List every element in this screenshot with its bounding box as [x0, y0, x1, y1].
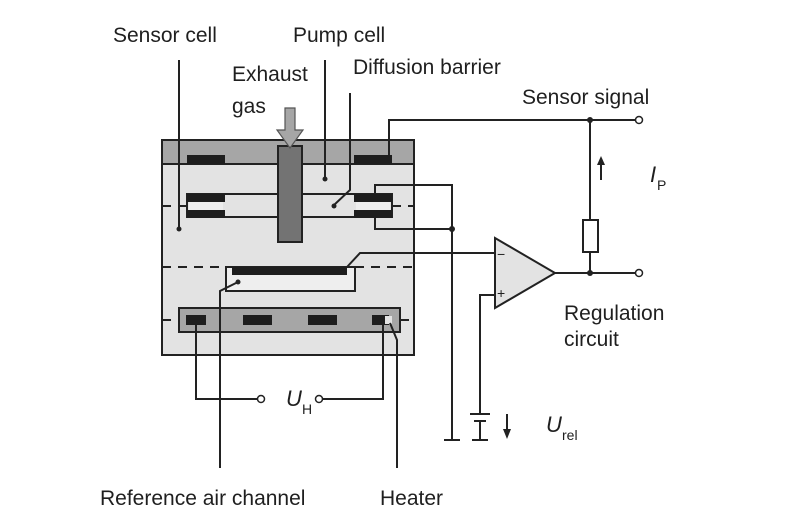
diffusion-barrier-right [356, 202, 390, 210]
label-pump-cell: Pump cell [293, 24, 385, 47]
wire-heater-left [195, 325, 258, 400]
leader-heater [389, 322, 398, 468]
symbol-reference-voltage-sub: rel [562, 427, 578, 443]
opamp-plus: + [497, 285, 505, 301]
label-reference-air-channel: Reference air channel [100, 487, 305, 510]
wire-plus-input [479, 294, 495, 413]
heater-element-1 [186, 315, 206, 325]
terminal-sensor-signal[interactable] [634, 115, 644, 125]
terminal-regulation-out[interactable] [634, 268, 644, 278]
diffusion-barrier-left [189, 202, 223, 210]
label-heater: Heater [380, 487, 443, 510]
terminal-heater-left[interactable] [256, 394, 266, 404]
label-gas: gas [232, 95, 266, 118]
inner-electrode-right-bottom [354, 210, 392, 218]
label-exhaust: Exhaust [232, 63, 308, 86]
label-diffusion-barrier: Diffusion barrier [353, 56, 501, 79]
wire-inner-top [374, 184, 453, 440]
symbol-pump-current: I [650, 162, 656, 187]
wire-reference [346, 252, 495, 268]
label-regulation: Regulation [564, 302, 664, 325]
wire-heater-right [322, 325, 384, 400]
outer-electrode-left [187, 155, 225, 164]
inner-electrode-left-top [187, 194, 225, 202]
measuring-resistor [582, 219, 599, 253]
symbol-pump-current-sub: P [657, 177, 666, 193]
heater-layer [178, 307, 401, 333]
leader-reference-air [219, 281, 239, 468]
op-amp [494, 236, 557, 310]
inner-electrode-left-bottom [187, 210, 225, 218]
wire-inner-bottom [374, 218, 452, 230]
gas-inlet [277, 145, 303, 243]
heater-element-2 [243, 315, 272, 325]
terminal-heater-right[interactable] [314, 394, 324, 404]
label-sensor-cell: Sensor cell [113, 24, 217, 47]
symbol-heater-voltage-sub: H [302, 401, 312, 417]
opamp-minus: − [497, 246, 505, 262]
leader-diffusion-barrier [333, 93, 351, 206]
symbol-heater-voltage: U [286, 386, 302, 411]
outer-electrode-right [354, 155, 392, 164]
label-circuit: circuit [564, 328, 619, 351]
heater-element-4 [372, 315, 389, 325]
symbol-reference-voltage: U [546, 412, 562, 437]
exhaust-arrow-icon [275, 107, 305, 150]
inner-electrode-right-top [354, 194, 392, 202]
heater-element-3 [308, 315, 337, 325]
heater-terminal [385, 316, 392, 324]
reference-electrode [232, 267, 347, 275]
wire-outer-electrode [388, 119, 637, 155]
label-sensor-signal: Sensor signal [522, 86, 649, 109]
